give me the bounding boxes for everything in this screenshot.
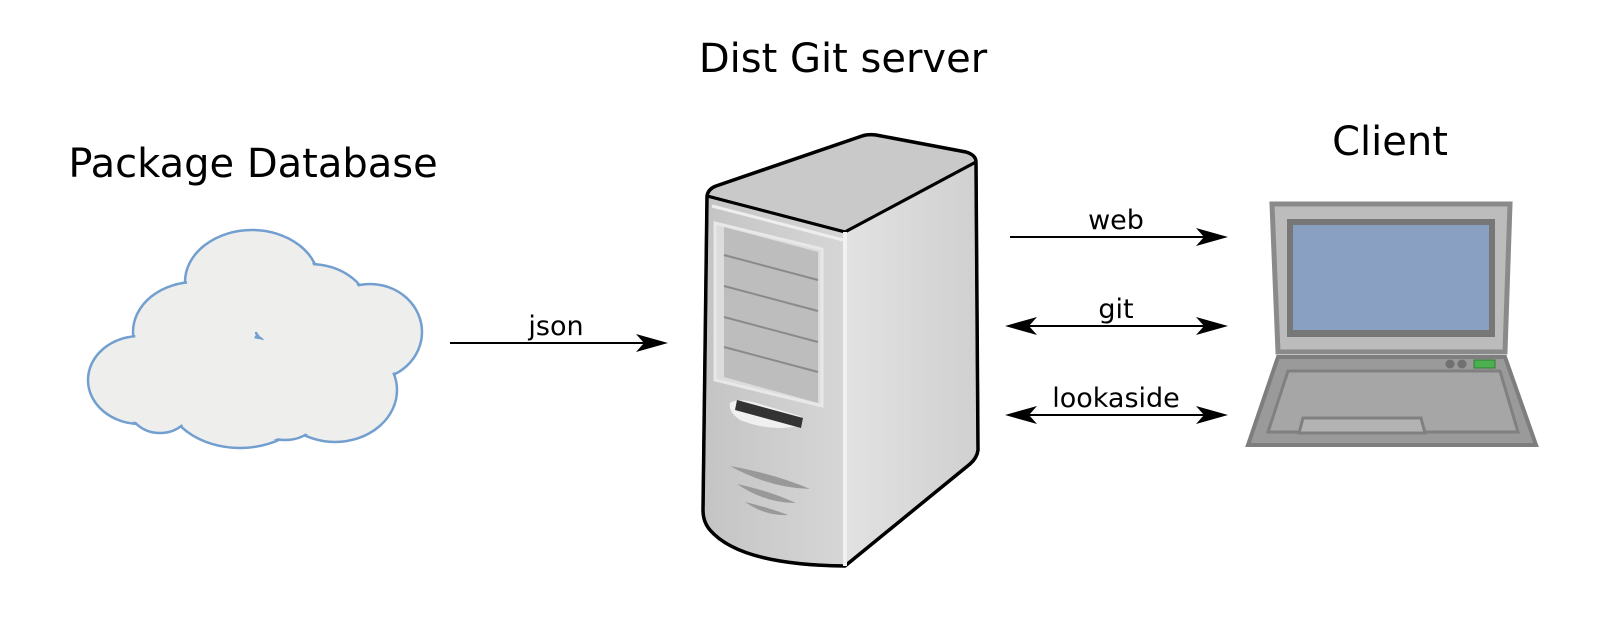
dist-git-server-title: Dist Git server xyxy=(699,36,988,82)
edge-label-json: json xyxy=(527,311,583,342)
server-tower-icon xyxy=(701,132,980,568)
edge-label-web: web xyxy=(1088,205,1144,236)
client-title: Client xyxy=(1332,119,1448,165)
edge-json xyxy=(450,334,668,352)
edge-label-git: git xyxy=(1098,294,1133,325)
laptop-icon xyxy=(1245,201,1539,447)
edge-lookaside xyxy=(1005,406,1228,424)
cloud-fill-overlay xyxy=(90,232,420,446)
package-database-title: Package Database xyxy=(68,141,437,187)
edge-web xyxy=(1010,228,1228,246)
cloud-icon xyxy=(86,228,424,450)
edge-label-lookaside: lookaside xyxy=(1052,383,1180,414)
edge-git xyxy=(1005,317,1228,335)
